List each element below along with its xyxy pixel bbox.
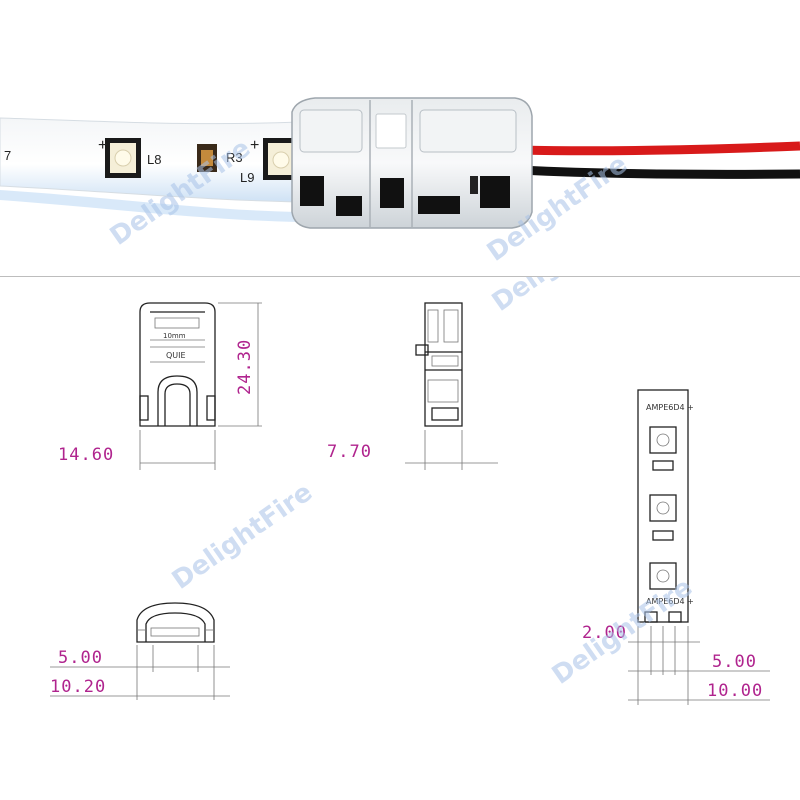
product-photo: 7 L8 R3 L9 + + DelightFire DelightFire [0,97,800,268]
dim-strip-pad-width: 2.00 [582,623,627,643]
dim-connector-height: 24.30 [235,339,255,395]
technical-drawing: 10mm QUIE 24.30 14.60 7.70 [50,277,770,705]
strip-label: L9 [240,170,254,185]
led-chip [105,138,141,178]
dim-strip-width: 10.00 [707,681,763,701]
strip-drawing: AMPE6D4 + AMPE6D4 + [637,389,694,623]
strip-label: R3 [226,150,243,165]
connector-photo [291,97,533,229]
wires [519,141,800,179]
watermark: DelightFire [547,572,698,690]
section-divider [0,276,800,277]
connector-text-size: 10mm [163,332,186,340]
dim-opening-inner: 5.00 [58,648,103,668]
dim-strip-pad-pitch: 5.00 [712,652,757,672]
strip-label: L8 [147,152,161,167]
connector-side-view [415,302,463,427]
plus-sign: + [98,137,107,154]
connector-top-view: 10mm QUIE [139,302,216,427]
dim-connector-width: 14.60 [58,445,114,465]
dim-opening-outer: 10.20 [50,677,106,697]
watermark: DelightFire [487,277,638,318]
connector-end-view [136,602,215,643]
led-strip: 7 L8 R3 L9 + + [0,117,301,222]
connector-text-brand: QUIE [166,351,186,360]
dim-connector-depth: 7.70 [327,442,372,462]
resistor-chip [197,144,217,172]
watermark: DelightFire [167,477,318,595]
strip-label: 7 [4,148,11,163]
strip-print-top: AMPE6D4 + [646,403,694,412]
plus-sign: + [250,137,259,154]
strip-print-bottom: AMPE6D4 + [646,597,694,606]
